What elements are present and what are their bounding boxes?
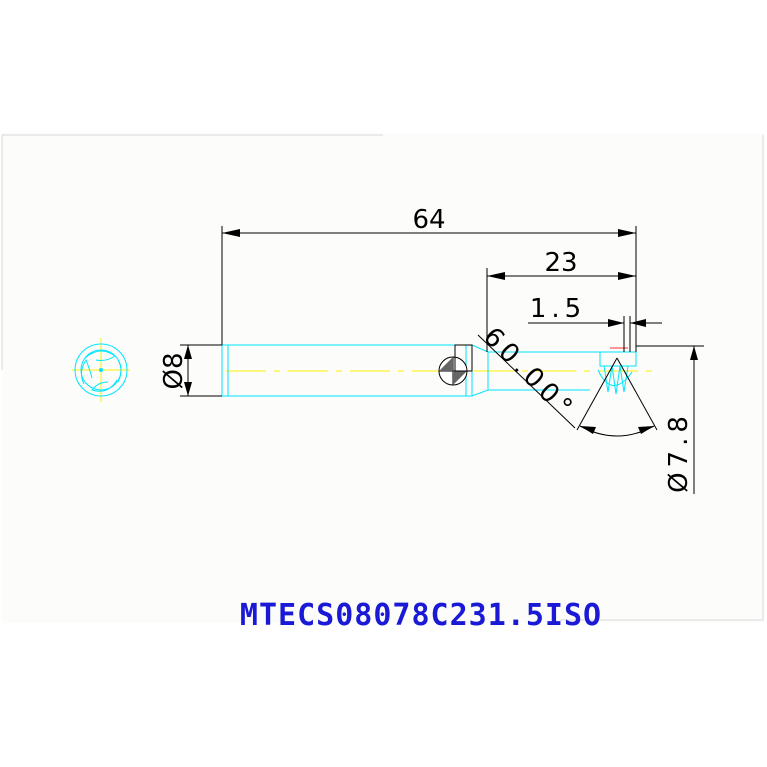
end-view bbox=[72, 338, 130, 402]
dim-tip-length: 1.5 bbox=[528, 294, 662, 352]
end-view-center-dot bbox=[99, 368, 103, 372]
angle-arrow-left bbox=[580, 426, 596, 434]
dim-64-arrow-right bbox=[618, 229, 636, 237]
dim-shank-diameter: Ø8 bbox=[159, 344, 222, 397]
section-symbol bbox=[438, 344, 473, 386]
dim-d8-arrow-bottom bbox=[184, 382, 192, 396]
dim-cutting-diameter: Ø7.8 bbox=[636, 345, 704, 494]
dim-23-arrow-right bbox=[618, 272, 636, 280]
cutting-head bbox=[597, 347, 637, 395]
section-hatch-2 bbox=[453, 371, 467, 385]
dim-flute-length: 23 bbox=[486, 248, 636, 352]
end-view-flute-3 bbox=[80, 358, 93, 385]
dim-64-arrow-left bbox=[222, 229, 240, 237]
end-view-flute-2 bbox=[91, 379, 118, 392]
dim-d8-text: Ø8 bbox=[159, 352, 189, 389]
dim-1-5-text: 1.5 bbox=[530, 294, 586, 324]
drawing-paper bbox=[2, 133, 765, 623]
thread-form-2 bbox=[611, 365, 621, 395]
dim-overall-length: 64 bbox=[221, 205, 637, 352]
dim-d8-arrow-top bbox=[184, 345, 192, 359]
cutting-head-outline bbox=[599, 351, 637, 367]
section-hatch-1 bbox=[439, 357, 453, 371]
angle-leader bbox=[477, 334, 576, 429]
end-view-outer-circle bbox=[74, 343, 128, 397]
angle-arrow-right bbox=[638, 426, 654, 434]
part-number-label: MTECS08078C231.5ISO bbox=[240, 598, 602, 633]
angle-leg-right bbox=[616, 357, 658, 431]
dim-23-arrow-left bbox=[487, 272, 505, 280]
end-view-flute-4 bbox=[117, 359, 122, 383]
section-frame bbox=[454, 344, 473, 372]
dim-d7-8-arrow-top bbox=[690, 346, 698, 360]
dim-d7-8-text: Ø7.8 bbox=[664, 411, 694, 493]
dim-23-text: 23 bbox=[544, 248, 577, 278]
dim-64-text: 64 bbox=[412, 205, 445, 235]
dim-1-5-arrow-left bbox=[608, 319, 624, 327]
tool-neck bbox=[471, 344, 600, 397]
thread-form-4 bbox=[597, 369, 633, 386]
thread-form-1 bbox=[603, 365, 613, 393]
end-view-flute-1 bbox=[84, 350, 116, 361]
angle-leg-left bbox=[576, 357, 618, 431]
dim-1-5-arrow-right bbox=[630, 319, 646, 327]
